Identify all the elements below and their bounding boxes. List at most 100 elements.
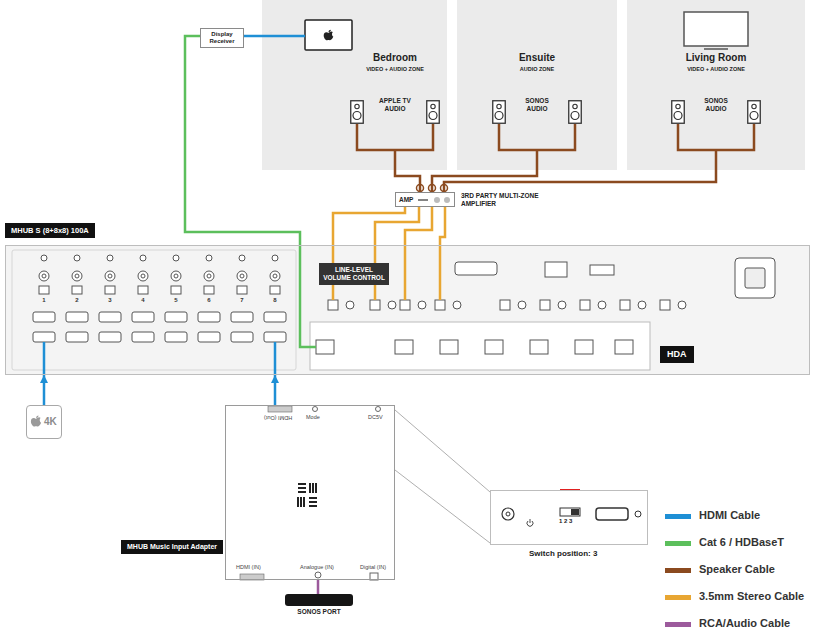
- matrix-device-graphic: [273, 274, 277, 278]
- node-text: MHUB Music Input Adapter: [121, 540, 223, 554]
- node-text: 4K: [44, 416, 57, 428]
- inset-graphic: [560, 508, 580, 516]
- matrix-device-graphic: [558, 301, 566, 309]
- matrix-device-graphic: [66, 312, 88, 322]
- matrix-device-graphic: [171, 286, 181, 294]
- tv-icon: [324, 30, 334, 40]
- streamer-device: SONOS PORT: [285, 594, 353, 606]
- inset-graphic: [635, 511, 641, 517]
- matrix-device-graphic: [745, 268, 765, 288]
- port-label: 4: [138, 297, 148, 304]
- port-label: 1: [39, 297, 49, 304]
- node-text: Bedroom: [335, 52, 455, 64]
- node-text: Living Room: [656, 52, 776, 64]
- matrix-device-graphic: [231, 332, 253, 342]
- matrix-device-graphic: [545, 262, 567, 277]
- matrix-device-graphic: [33, 332, 55, 342]
- source-device-graphic: [26, 405, 62, 439]
- legend-swatch: [665, 541, 691, 546]
- matrix-device-graphic: [530, 340, 548, 354]
- adapter-graphic: [310, 483, 316, 493]
- node-text: Switch position: 3: [529, 549, 597, 559]
- matrix-device-graphic: [198, 312, 220, 322]
- port-label: HDA: [660, 346, 694, 363]
- port-label: 5: [171, 297, 181, 304]
- matrix-device-graphic: [615, 340, 633, 354]
- node-text: MHUB S (8+8x8) 100A: [5, 223, 95, 238]
- cable-connector: [395, 410, 490, 492]
- matrix-device-graphic: [141, 274, 145, 278]
- cable-connector: [185, 36, 300, 245]
- legend-text: Speaker Cable: [699, 563, 775, 576]
- inset-graphic: [490, 490, 648, 545]
- matrix-device-graphic: [5, 245, 810, 375]
- room-panels: [627, 0, 805, 170]
- tv-icon: [704, 48, 728, 50]
- legend-swatch: [665, 514, 691, 519]
- speaker-wire: [357, 124, 754, 170]
- node-text: 3RD PARTY MULTI-ZONE AMPLIFIER: [461, 192, 545, 208]
- legend-row: HDMI Cable: [655, 507, 819, 525]
- matrix-device-graphic: [198, 332, 220, 342]
- matrix-device-graphic: [580, 300, 590, 310]
- port-label: Analogue (IN): [300, 564, 334, 571]
- room-panels: [262, 0, 805, 170]
- speaker-icon: [427, 101, 440, 124]
- inset-graphic: [506, 512, 510, 516]
- matrix-device-graphic: [107, 255, 113, 261]
- matrix-device-graphic: [204, 271, 214, 281]
- matrix-device-graphic: [270, 286, 280, 294]
- receiver-box: Display Receiver: [200, 28, 244, 48]
- matrix-device-graphic: [485, 340, 503, 354]
- matrix-device-graphic: [400, 300, 410, 310]
- matrix-device-graphic: [346, 301, 354, 309]
- matrix-device-graphic: [590, 265, 614, 275]
- port-label: 7: [237, 297, 247, 304]
- matrix-device-graphic: [138, 271, 148, 281]
- cable-connector: [274, 375, 277, 405]
- speaker-icon: [493, 101, 506, 124]
- amplifier-graphic: [444, 197, 450, 203]
- matrix-device-graphic: [72, 271, 82, 281]
- matrix-device-graphic: [165, 312, 187, 322]
- speaker-icon: [569, 101, 582, 124]
- matrix-device-graphic: [132, 332, 154, 342]
- node-text: AMP: [399, 196, 413, 204]
- room-panel: EnsuiteAUDIO ZONESONOS AUDIO: [457, 0, 617, 170]
- matrix-device-graphic: [33, 312, 55, 322]
- matrix-device-graphic: [39, 271, 49, 281]
- matrix-device-graphic: [66, 332, 88, 342]
- inset-graphic: [571, 509, 579, 515]
- inset-graphic: [596, 508, 628, 520]
- matrix-device-graphic: [540, 300, 550, 310]
- cable-connector: [43, 375, 46, 405]
- matrix-device-graphic: [5, 245, 810, 375]
- cable-connector: [333, 207, 405, 245]
- matrix-device-graphic: [575, 340, 593, 354]
- node-text: LINE-LEVEL VOLUME CONTROL: [321, 266, 387, 282]
- matrix-device-graphic: [174, 274, 178, 278]
- port-label: DC5V: [368, 414, 383, 421]
- adapter-graphic: [268, 406, 292, 412]
- matrix-device-graphic: [455, 262, 497, 275]
- matrix-device-graphic: [237, 286, 247, 294]
- legend-row: RCA/Audio Cable: [655, 615, 819, 633]
- node-text: 1 2 3: [559, 518, 572, 525]
- room-panels: [262, 0, 447, 170]
- matrix-device-graphic: [620, 300, 630, 310]
- adapter-graphic: [376, 407, 381, 412]
- adapter-box: MHUB Music Input Adapter: [225, 405, 395, 580]
- matrix-device-graphic: [99, 312, 121, 322]
- node-text: SONOS AUDIO: [696, 97, 736, 113]
- matrix-device-graphic: [272, 255, 278, 261]
- amplifier-box: AMP3RD PARTY MULTI-ZONE AMPLIFIER: [395, 192, 455, 207]
- matrix-device-graphic: [418, 301, 426, 309]
- inset-graphic: [527, 519, 533, 526]
- matrix-device-graphic: [105, 286, 115, 294]
- matrix-device-graphic: [500, 300, 510, 310]
- adapter-graphic: [309, 498, 317, 506]
- cable-continuation: [44, 36, 440, 580]
- legend-row: Cat 6 / HDBaseT: [655, 534, 819, 552]
